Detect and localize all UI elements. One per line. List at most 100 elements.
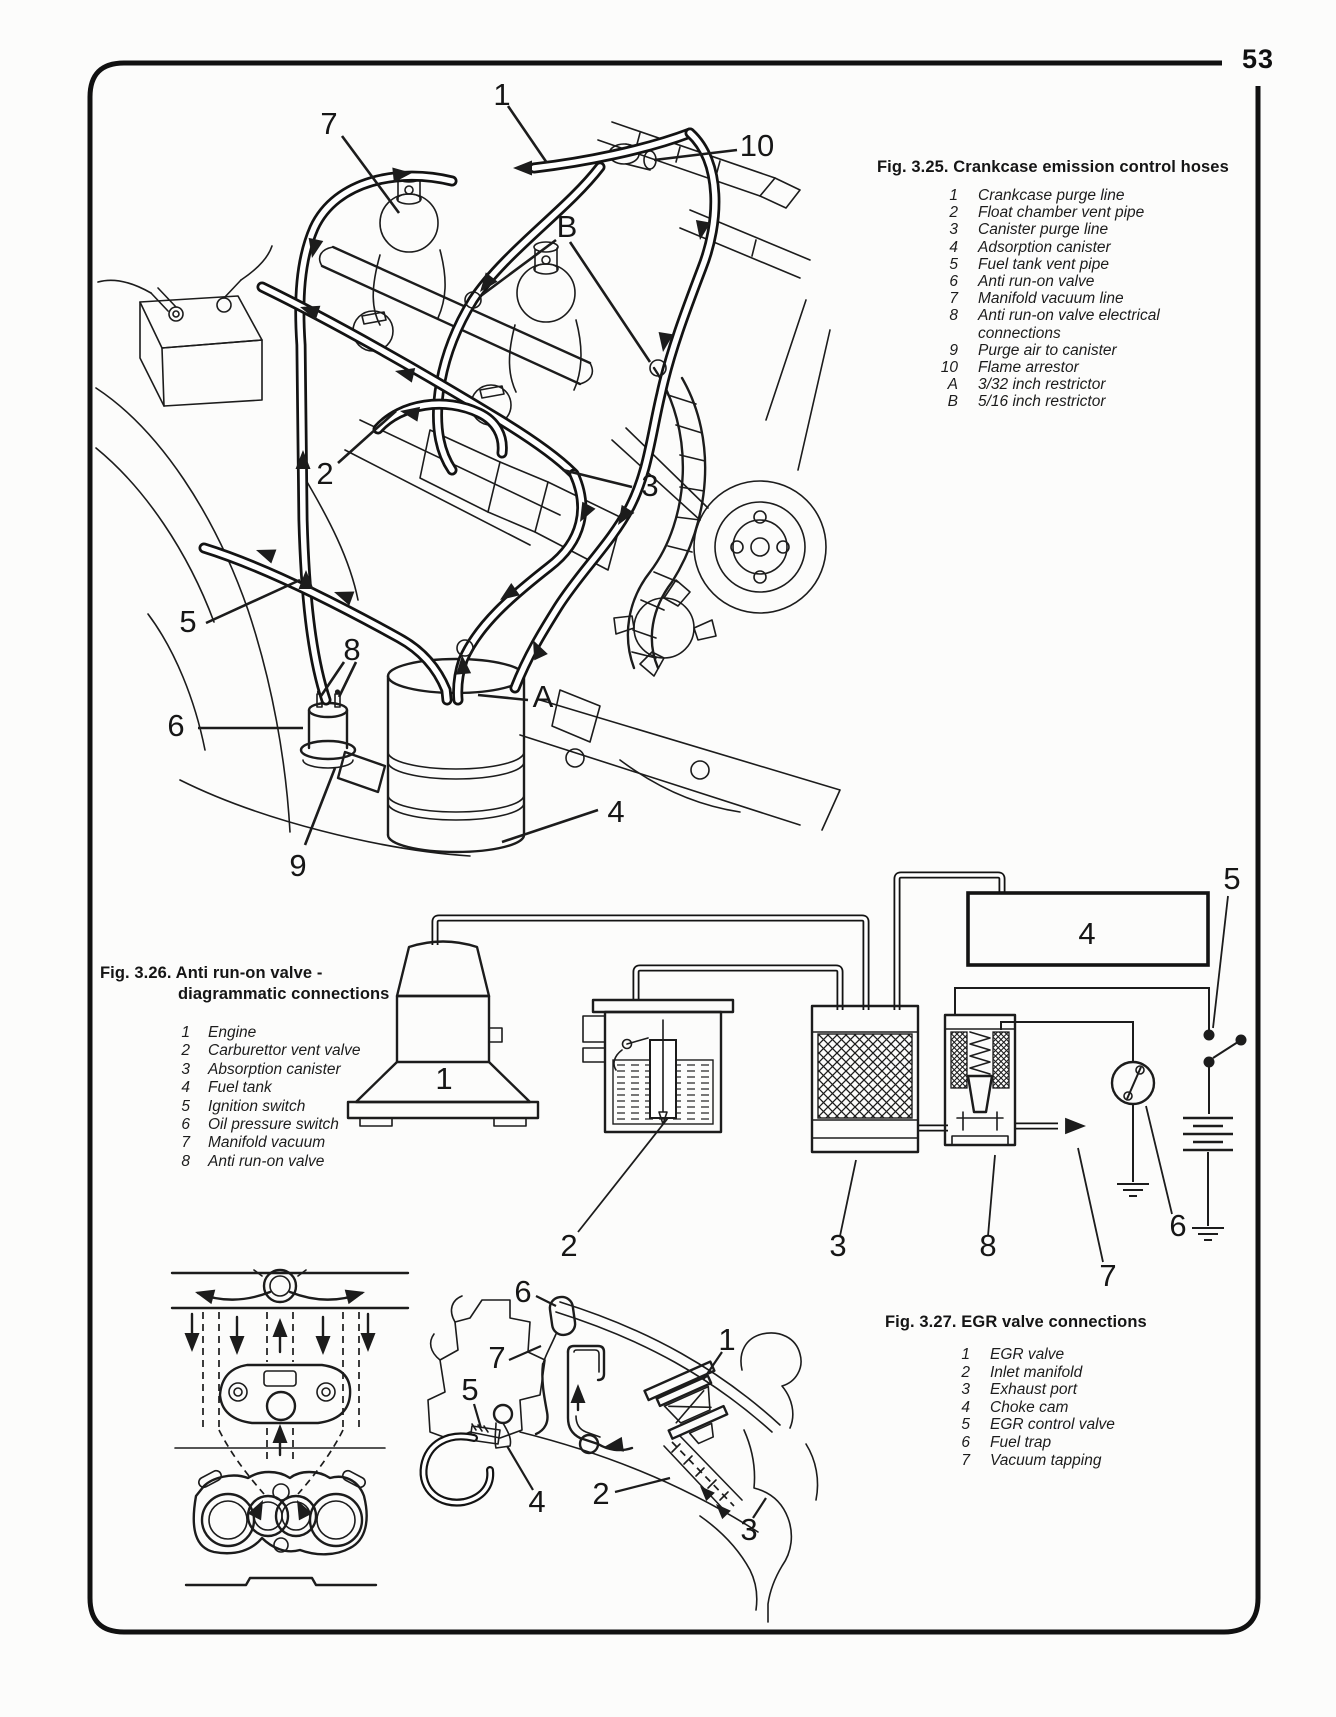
legend-item: 5 Fuel tank vent pipe — [920, 256, 1249, 273]
legend-item: 4 Adsorption canister — [920, 239, 1249, 256]
callout-fuel-tank: 4 — [1078, 916, 1095, 951]
callout-oil-switch: 6 — [1169, 1208, 1186, 1243]
pulley-illustration — [611, 427, 827, 677]
anti-run-on-valve-illustration — [299, 689, 357, 769]
carburettor-symbol — [582, 998, 735, 1134]
fig-3-26-title-line2: diagrammatic connections — [178, 985, 390, 1003]
callout-vent-valve: 2 — [560, 1228, 577, 1263]
legend-item-number: 3 — [949, 221, 958, 239]
legend-item-number: A — [947, 376, 958, 394]
legend-item: 1 Engine — [152, 1024, 410, 1042]
callout-choke-cam: 4 — [528, 1484, 545, 1519]
gasket-plate — [218, 1363, 352, 1425]
legend-item-label: Ignition switch — [208, 1097, 306, 1115]
emission-hoses — [198, 127, 721, 706]
callout-ignition-switch: 5 — [1223, 861, 1240, 896]
legend-item-label: Manifold vacuum line — [978, 290, 1124, 308]
fig326-leader-lines — [577, 895, 1229, 1263]
legend-item-number: 7 — [181, 1134, 190, 1152]
legend-item: 2 Carburettor vent valve — [152, 1042, 410, 1060]
legend-item-number: 10 — [940, 359, 958, 377]
callout-9: 9 — [289, 848, 306, 883]
fig-3-26-schematic: 1 4 5 2 3 8 7 6 — [346, 861, 1247, 1293]
fig-3-25-legend: Fig. 3.25. Crankcase emission control ho… — [877, 157, 1249, 411]
legend-item-number: 3 — [961, 1381, 970, 1399]
callout-inlet-manifold: 2 — [592, 1476, 609, 1511]
callout-10: 10 — [740, 128, 774, 163]
callout-1: 1 — [493, 77, 510, 112]
legend-item-number: 4 — [949, 238, 958, 256]
fig-3-25-title: Fig. 3.25. Crankcase emission control ho… — [877, 158, 1229, 176]
legend-item-label: Inlet manifold — [990, 1363, 1083, 1381]
callout-engine: 1 — [435, 1061, 452, 1096]
legend-item-label: Vacuum tapping — [990, 1451, 1102, 1469]
ground-icon — [1117, 1183, 1224, 1241]
legend-item-label: Crankcase purge line — [978, 187, 1125, 204]
manifold-sweep — [559, 1301, 781, 1426]
exhaust-outline — [699, 1332, 819, 1623]
legend-item-number: 1 — [181, 1024, 190, 1041]
legend-item-label: Manifold vacuum — [208, 1134, 326, 1152]
legend-item-label: Carburettor vent valve — [208, 1042, 361, 1060]
legend-item-label: Engine — [208, 1024, 257, 1041]
legend-item-number: 7 — [961, 1451, 970, 1469]
legend-item-number: 6 — [949, 273, 958, 291]
anti-run-on-valve-symbol — [943, 1013, 1017, 1147]
inlet-riser — [566, 1344, 634, 1455]
callout-3: 3 — [641, 468, 658, 503]
legend-item-label: Fuel tank vent pipe — [978, 255, 1109, 273]
legend-item-label: Adsorption canister — [978, 238, 1111, 256]
restrictor-b2 — [649, 359, 667, 377]
legend-item-number: 5 — [949, 255, 958, 273]
legend-item-label: Exhaust port — [990, 1381, 1078, 1399]
legend-item-number: 7 — [949, 290, 958, 308]
vapour-pipes — [431, 871, 1058, 1132]
callout-5: 5 — [179, 604, 196, 639]
legend-item-label: Absorption canister — [208, 1060, 341, 1078]
legend-item-number: 9 — [949, 341, 958, 359]
callout-B: B — [557, 209, 578, 244]
legend-item-number: 2 — [181, 1042, 190, 1060]
choke-cam-illustration — [492, 1403, 514, 1449]
callout-egr-valve: 1 — [718, 1322, 735, 1357]
battery-illustration — [97, 245, 273, 407]
legend-item-label: Flame arrestor — [978, 359, 1079, 377]
legend-item-label: Float chamber vent pipe — [978, 204, 1145, 222]
legend-item: 10 Flame arrestor — [920, 359, 1249, 376]
legend-item-number: 2 — [949, 204, 958, 222]
callout-vacuum-tapping: 7 — [488, 1340, 505, 1375]
legend-item-label: 3/32 inch restrictor — [978, 376, 1106, 394]
fig327-leader-lines — [472, 1295, 767, 1519]
egr-valve-illustration — [643, 1360, 729, 1445]
fig-3-26-title-line1: Fig. 3.26. Anti run-on valve - — [100, 964, 323, 982]
legend-item: 2 Float chamber vent pipe — [920, 204, 1249, 221]
restrictor-b1 — [464, 291, 482, 309]
legend-item-number: 4 — [181, 1079, 190, 1097]
legend-item: A 3/32 inch restrictor — [920, 376, 1249, 393]
fig-3-26-legend: Fig. 3.26. Anti run-on valve - diagramma… — [100, 963, 410, 1171]
callout-vacuum: 7 — [1099, 1258, 1116, 1293]
callout-4: 4 — [607, 794, 624, 829]
purge-air-stub — [336, 750, 387, 794]
legend-item-label: Anti run-on valve electrical connections — [978, 307, 1160, 342]
manifold-ports — [174, 1447, 386, 1587]
callout-fuel-trap: 6 — [514, 1274, 531, 1309]
fuel-trap-illustration — [542, 1295, 577, 1365]
legend-item-number: 1 — [949, 187, 958, 204]
battery-symbol — [1183, 1116, 1233, 1152]
carburettor-dashpots — [352, 171, 582, 426]
fuel-tank-symbol — [966, 891, 1210, 967]
